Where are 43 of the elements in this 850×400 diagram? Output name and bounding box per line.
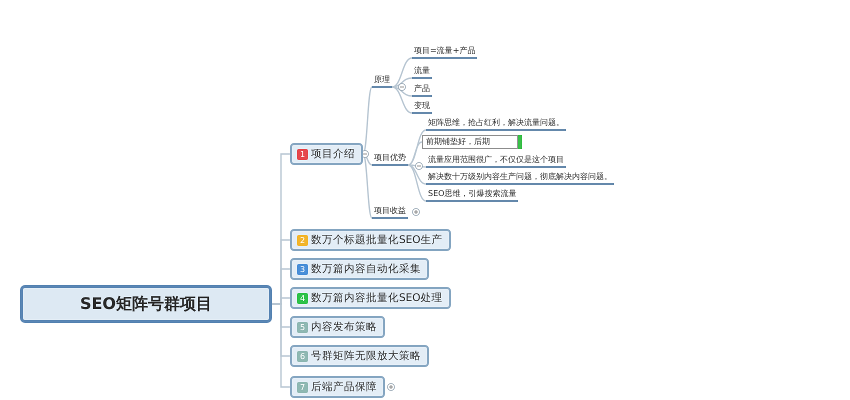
subtopic-label: 流量 (412, 66, 432, 79)
topic-label: 项目介绍 (311, 147, 355, 161)
branch-line (392, 57, 412, 88)
branch-line (392, 86, 412, 97)
topic-box (290, 287, 451, 309)
subtopic-label: 项目收益 (372, 206, 408, 219)
topic-box (290, 258, 429, 280)
branch-line (408, 164, 426, 202)
text-input-field: 前期铺垫好，后期 (422, 135, 518, 149)
topic-label: 内容发布策略 (311, 320, 377, 334)
topic-box (290, 143, 363, 165)
branch-line (408, 141, 422, 166)
central-topic-box (20, 285, 272, 323)
topic-box (290, 316, 385, 338)
number-badge: 7 (297, 382, 308, 392)
number-badge: 4 (297, 292, 308, 304)
topic-label: 后端产品保障 (311, 380, 377, 394)
subtopic-label: 产品 (412, 84, 432, 97)
subtopic-label: 流量应用范围很广，不仅仅是这个项目 (426, 155, 566, 168)
subtopic-label: 变现 (412, 101, 432, 114)
branch-line (272, 303, 290, 388)
number-badge: 6 (297, 350, 308, 362)
topic-label: 数万个标题批量化SEO生产 (311, 233, 443, 247)
branch-line (392, 77, 412, 88)
subtopic-label: SEO思维，引爆搜索流量 (426, 189, 518, 202)
central-topic-label: SEO矩阵号群项目 (80, 294, 212, 314)
topic-box (290, 345, 429, 367)
topic-label: 数万篇内容自动化采集 (311, 262, 421, 276)
branch-line (392, 86, 412, 114)
number-badge: 2 (297, 234, 308, 246)
topic-box (290, 229, 451, 251)
subtopic-label: 原理 (372, 75, 392, 88)
subtopic-label: 矩阵思维，抢占红利，解决流量问题。 (426, 118, 566, 131)
topic-label: 号群矩阵无限放大策略 (311, 349, 421, 363)
topic-label: 数万篇内容批量化SEO处理 (311, 291, 443, 305)
number-badge: 5 (297, 322, 308, 332)
topic-box (290, 376, 385, 398)
branch-line (408, 164, 426, 185)
number-badge: 3 (297, 264, 308, 274)
subtopic-label: 项目优势 (372, 153, 408, 166)
subtopic-label: 解决数十万级别内容生产问题，彻底解决内容问题。 (426, 172, 614, 185)
number-badge: 1 (297, 148, 308, 160)
subtopic-label: 项目=流量+产品 (412, 46, 478, 59)
